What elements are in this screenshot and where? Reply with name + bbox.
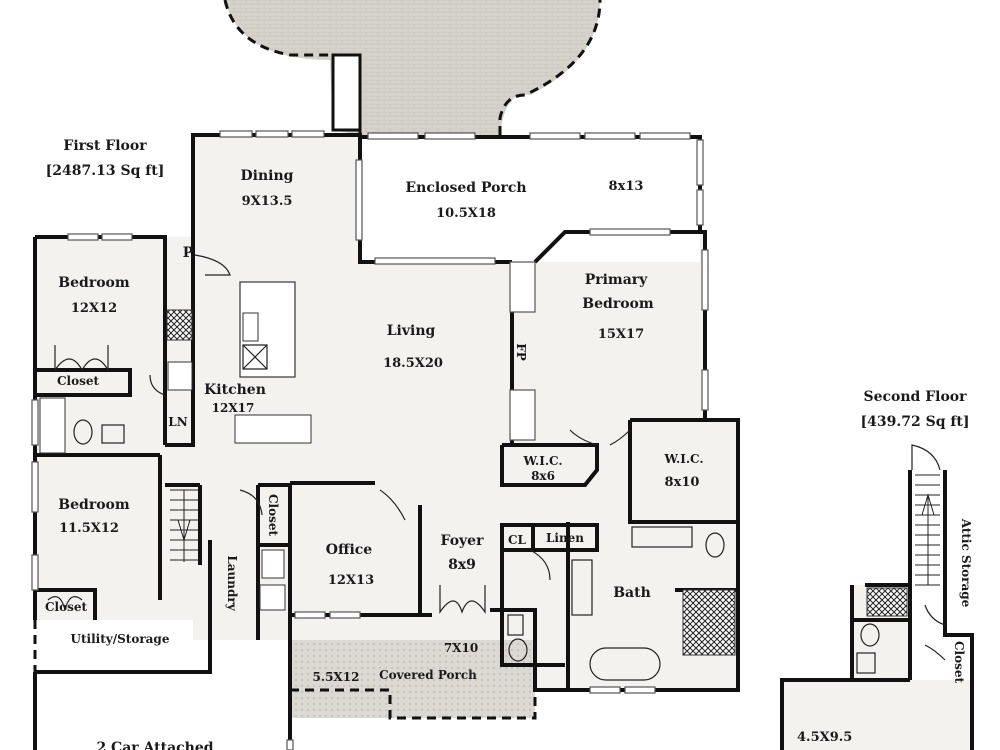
toilet (73, 419, 93, 445)
powder-sink (507, 614, 524, 636)
foyer-label: Foyer (441, 533, 485, 549)
dining-label: Dining (241, 168, 294, 184)
office-label: Office (326, 542, 373, 558)
rear-patio (225, 0, 600, 135)
utility-label: Utility/Storage (71, 632, 170, 646)
dryer (259, 584, 286, 611)
chimney (331, 53, 362, 132)
wic1-size: 8x6 (531, 469, 555, 483)
cooktop (166, 309, 193, 341)
first-floor-plan (31, 130, 740, 750)
kitchen-label: Kitchen (204, 382, 266, 398)
dishwasher (242, 344, 268, 370)
bedroom2-size: 11.5X12 (59, 521, 119, 536)
covered-porch-size-b: 5.5X12 (313, 670, 360, 684)
second-floor-area: [439.72 Sq ft] (861, 414, 970, 430)
hall-closet-label: Closet (266, 494, 280, 537)
second-floor-title: Second Floor (863, 389, 967, 405)
enclosed-porch-label: Enclosed Porch (405, 180, 526, 196)
covered-porch-size-a: 7X10 (444, 641, 478, 655)
enclosed-porch-extra-size: 8x13 (609, 179, 644, 194)
living-label: Living (387, 323, 436, 339)
sink (101, 424, 125, 444)
enclosed-porch-size: 10.5X18 (436, 206, 496, 221)
primary-bedroom-size: 15X17 (598, 327, 644, 342)
kitchen-counter (234, 414, 312, 444)
bedroom1-size: 12X12 (71, 301, 117, 316)
shower (682, 589, 736, 656)
bath-label: Bath (613, 585, 651, 601)
second-floor-closet-label: Closet (952, 641, 966, 684)
bedroom1-label: Bedroom (58, 275, 130, 291)
wic2-size: 8x10 (665, 475, 700, 490)
second-floor-plan (780, 444, 974, 750)
primary-bedroom-label-2: Bedroom (582, 296, 654, 312)
primary-toilet (705, 532, 725, 558)
wic1-label: W.I.C. (522, 454, 562, 468)
foyer-size: 8x9 (448, 557, 476, 573)
ln-label: LN (168, 415, 187, 429)
vanity-sink (631, 526, 693, 548)
fireplace-label: FP (514, 343, 528, 361)
island-sink (242, 312, 259, 342)
powder-toilet (508, 638, 528, 662)
bedroom1-closet-label: Closet (57, 374, 100, 388)
bedroom2-closet-label: Closet (45, 600, 88, 614)
covered-porch-label: Covered Porch (379, 668, 477, 682)
bedroom2-label: Bedroom (58, 497, 130, 513)
garage-label: 2 Car Attached (96, 740, 213, 750)
second-floor-room-size: 4.5X9.5 (797, 730, 852, 745)
dining-size: 9X13.5 (242, 194, 293, 209)
stairs (170, 489, 198, 562)
linen-label: Linen (546, 531, 584, 545)
wic2-label: W.I.C. (663, 452, 703, 466)
tub (39, 397, 66, 454)
bathtub (589, 647, 661, 681)
primary-bedroom-label-1: Primary (585, 272, 648, 288)
living-size: 18.5X20 (383, 356, 443, 371)
first-floor-area: [2487.13 Sq ft] (46, 163, 165, 179)
first-floor-title: First Floor (63, 138, 147, 154)
pantry-label: P (183, 245, 194, 261)
washer (261, 549, 285, 579)
office-size: 12X13 (328, 573, 374, 588)
cl-label: CL (508, 533, 527, 547)
kitchen-size: 12X17 (212, 401, 255, 415)
vanity-sink-2 (571, 559, 593, 616)
attic-storage-label: Attic Storage (959, 518, 973, 608)
oven (167, 361, 193, 391)
laundry-label: Laundry (225, 555, 239, 611)
